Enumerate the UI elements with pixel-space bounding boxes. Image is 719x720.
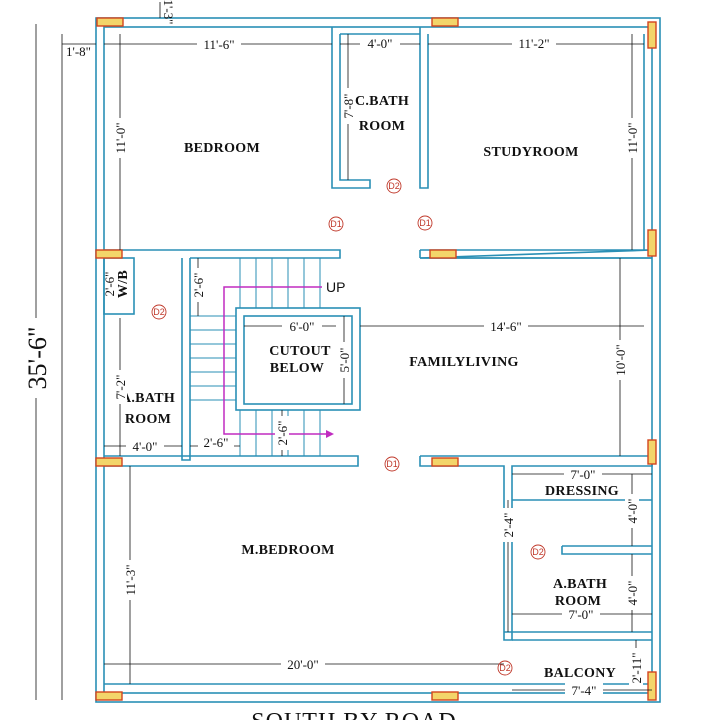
dim-abath-right-depth: 4'-0" (625, 581, 640, 606)
door-label-d1-study: D1 (419, 218, 431, 228)
dim-cbath-width: 4'-0" (368, 36, 393, 51)
window-bottom-mid (431, 691, 459, 701)
dim-abath-right-width: 7'-0" (569, 607, 594, 622)
dim-cutout-depth: 5'-0" (337, 348, 352, 373)
outer-wall-inner-line (103, 26, 653, 694)
wall-bedroom-right (331, 27, 371, 189)
wall-cbath-right (419, 27, 429, 189)
wall-cutout-outer (235, 307, 361, 411)
door-marker-d2-abath-right (530, 544, 546, 560)
outer-wall-outer-line (95, 17, 661, 703)
dim-abath-left-width: 4'-0" (133, 439, 158, 454)
door-label-d2-cbath: D2 (388, 181, 400, 191)
dim-overall-depth: 35'-6" (23, 327, 52, 390)
label-stair-up: UP (326, 279, 345, 295)
door-marker-d2-abath-left (151, 304, 167, 320)
label-mbedroom: M.BEDROOM (241, 543, 334, 558)
label-abath-left-line1: A.BATH (121, 391, 175, 406)
window-top-left (96, 17, 124, 27)
dim-mbedroom-width: 20'-0" (287, 657, 318, 672)
door-label-d2-abath-left: D2 (153, 307, 165, 317)
window-right-study (647, 229, 657, 257)
door-marker-d1-mbedroom (384, 456, 400, 472)
dim-family-depth: 10'-0" (613, 344, 628, 375)
door-marker-d1-bedroom (328, 216, 344, 232)
room-labels: BEDROOM C.BATH ROOM STUDYROOM W/B A.BATH… (116, 94, 619, 681)
label-familyliving: FAMILYLIVING (409, 355, 518, 370)
wall-bath-right-top (561, 546, 652, 555)
door-label-d2-abath-right: D2 (532, 547, 544, 557)
dim-stair-bottom-landing: 2'-6" (275, 421, 290, 446)
label-abath-left-line2: ROOM (125, 412, 171, 427)
dim-left-setback: 1'-8" (66, 44, 91, 59)
dim-cbath-depth: 7'-8" (341, 94, 356, 119)
window-left-lower (95, 457, 123, 467)
dim-wb-width: 2'-6" (102, 272, 117, 297)
wall-family-bottom (104, 455, 359, 467)
label-cbath-line2: ROOM (359, 119, 405, 134)
label-abath-right-line1: A.BATH (553, 577, 607, 592)
window-family-mid (429, 249, 457, 259)
dim-balcony-width: 7'-4" (572, 683, 597, 698)
door-label-d1-mbedroom: D1 (386, 459, 398, 469)
wall-cutout-inner (243, 315, 353, 405)
label-cutout-line1: CUTOUT (269, 344, 331, 359)
dim-passage-width: 2'-4" (501, 513, 516, 538)
dim-cutout-width: 6'-0" (290, 319, 315, 334)
window-bottom-left (95, 691, 123, 701)
window-top-mid (431, 17, 459, 27)
dim-bedroom-width: 11'-6" (204, 37, 235, 52)
window-right-family (647, 439, 657, 465)
label-cbath-line1: C.BATH (355, 94, 409, 109)
label-abath-right-line2: ROOM (555, 594, 601, 609)
dim-mbedroom-depth: 11'-3" (123, 565, 138, 596)
door-label-d1-bedroom: D1 (330, 219, 342, 229)
dim-stair-landing: 2'-6" (191, 273, 206, 298)
dim-dressing-depth: 4'-0" (625, 499, 640, 524)
label-cutout-line2: BELOW (270, 361, 324, 376)
dim-abath-left-depth: 7'-2" (113, 375, 128, 400)
door-marker-d2-cbath (386, 178, 402, 194)
window-left-mid (95, 249, 123, 259)
door-label-d2-balcony: D2 (499, 663, 511, 673)
window-bottom-right (647, 671, 657, 701)
dim-top-setback: 1'-3" (161, 0, 176, 24)
label-bedroom: BEDROOM (184, 141, 260, 156)
dimension-labels: 11'-6" 4'-0" 11'-2" 1'-8" 1'-3" 11'-0" 7… (23, 0, 644, 698)
wall-bedroom-bottom (104, 249, 341, 259)
window-family-bottom (431, 457, 459, 467)
road-label: SOUTH BY ROAD (251, 709, 456, 720)
dim-study-depth: 11'-0" (625, 123, 640, 154)
stair-arrow-head (326, 430, 334, 438)
dim-balcony-depth: 2'-11" (629, 653, 644, 684)
door-markers (151, 178, 546, 676)
door-marker-d1-study (417, 215, 433, 231)
dim-stair-bottom-width: 2'-6" (204, 435, 229, 450)
wall-stair-left (181, 258, 191, 461)
door-labels: D2 D1 D1 D2 D1 D2 D2 (153, 181, 544, 673)
dim-study-width: 11'-2" (519, 36, 550, 51)
window-top-right (647, 21, 657, 49)
label-dressing: DRESSING (545, 484, 619, 499)
dim-dressing-width: 7'-0" (571, 467, 596, 482)
stair-treads (190, 258, 321, 456)
dim-bedroom-depth: 11'-0" (113, 123, 128, 154)
label-balcony: BALCONY (544, 666, 616, 681)
windows (95, 17, 657, 701)
label-studyroom: STUDYROOM (483, 145, 578, 160)
label-wb: W/B (116, 270, 131, 298)
dim-family-width: 14'-6" (490, 319, 521, 334)
door-marker-d2-balcony (497, 660, 513, 676)
